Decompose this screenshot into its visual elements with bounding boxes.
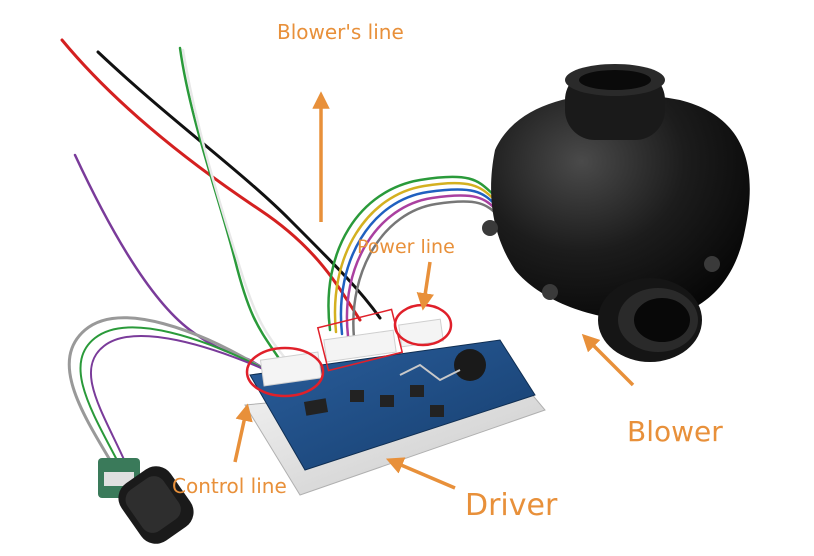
driver-label: Driver	[465, 488, 558, 523]
highlight-marks	[245, 303, 453, 398]
power-line-label: Power line	[357, 236, 455, 258]
lead-wires	[60, 38, 510, 465]
blowers-line-label: Blower's line	[277, 20, 404, 44]
blower-unit	[482, 64, 750, 362]
control-connector-highlight	[245, 346, 325, 398]
blower-label: Blower	[627, 415, 723, 448]
blower-arrow	[581, 333, 635, 387]
control-line-arrow	[233, 403, 253, 463]
control-line-label: Control line	[172, 474, 287, 498]
callout-arrows	[233, 91, 635, 490]
power-line-arrow	[416, 261, 434, 311]
potentiometer-knob	[98, 458, 194, 544]
driver-board	[244, 318, 546, 496]
driver-arrow	[385, 457, 456, 490]
